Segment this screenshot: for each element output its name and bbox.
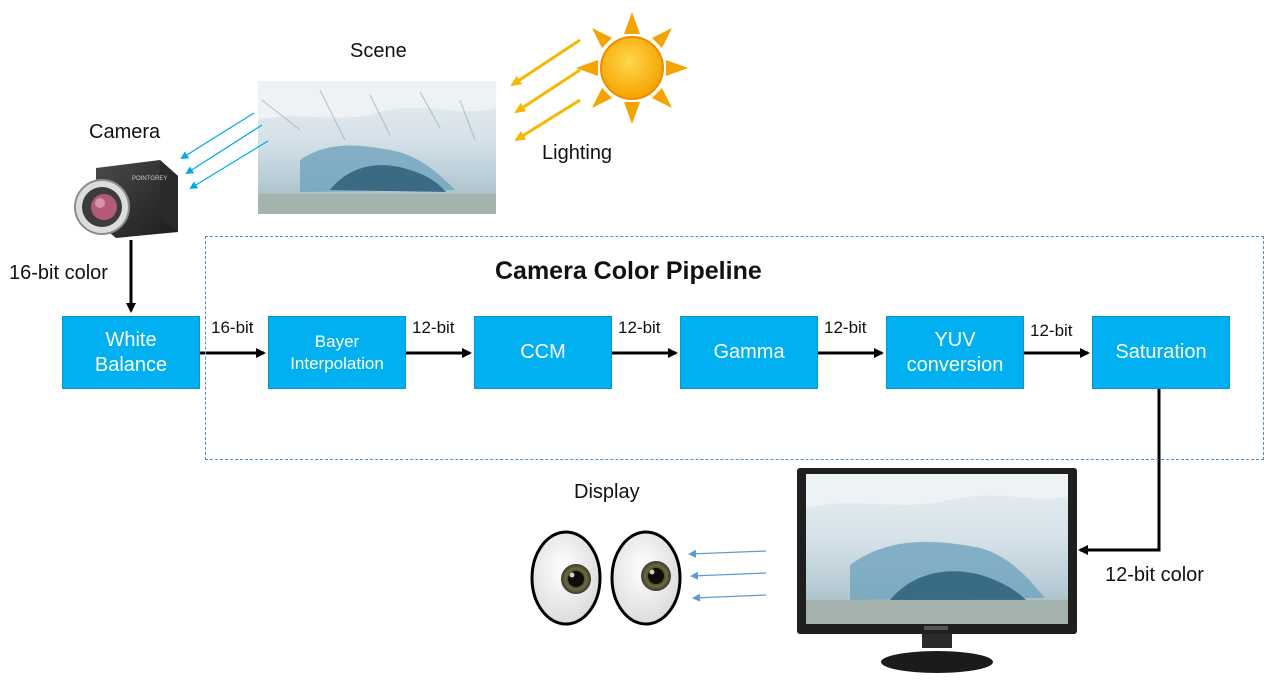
lighting-label: Lighting [542, 142, 613, 164]
stage-gamma: Gamma [680, 316, 818, 389]
camera-output-label: 16-bit color [9, 262, 108, 284]
edge-label: 16-bit [211, 318, 254, 337]
display-to-eyes-arrows [688, 549, 767, 602]
stage-label: YUV conversion [906, 328, 1004, 376]
camera-icon: POINTGREY [74, 160, 178, 238]
stage-label: CCM [520, 341, 566, 363]
camera-brand-text: POINTGREY [132, 176, 167, 182]
display-input-label: 12-bit color [1105, 564, 1204, 586]
stage-label: Gamma [713, 341, 785, 363]
stage-white-balance: White Balance [62, 316, 200, 389]
stage-yuv-conversion: YUV conversion [886, 316, 1024, 389]
stage-label: Saturation [1115, 341, 1207, 363]
stage-label: White Balance [94, 328, 168, 376]
stage-saturation: Saturation [1092, 316, 1230, 389]
diagram-title: Camera Color Pipeline [495, 257, 762, 285]
scene-to-camera-arrows [180, 112, 269, 190]
stage-ccm: CCM [474, 316, 612, 389]
edge-label: 12-bit [412, 318, 455, 337]
edge-label: 12-bit [618, 318, 661, 337]
sun-icon [576, 12, 688, 124]
stage-label: Bayer Interpolation [290, 332, 384, 373]
saturation-to-display-arrow [1078, 389, 1161, 555]
display-label: Display [574, 481, 640, 503]
eyes-icon [530, 530, 682, 626]
stage-bayer-interpolation: Bayer Interpolation [268, 316, 406, 389]
lighting-arrows [510, 38, 581, 142]
pipeline-frame [205, 236, 1264, 460]
monitor-icon [797, 468, 1077, 673]
camera-label: Camera [89, 121, 161, 143]
scene-label: Scene [350, 40, 407, 62]
edge-label: 12-bit [1030, 321, 1073, 340]
edge-label: 12-bit [824, 318, 867, 337]
scene-image [258, 81, 496, 214]
